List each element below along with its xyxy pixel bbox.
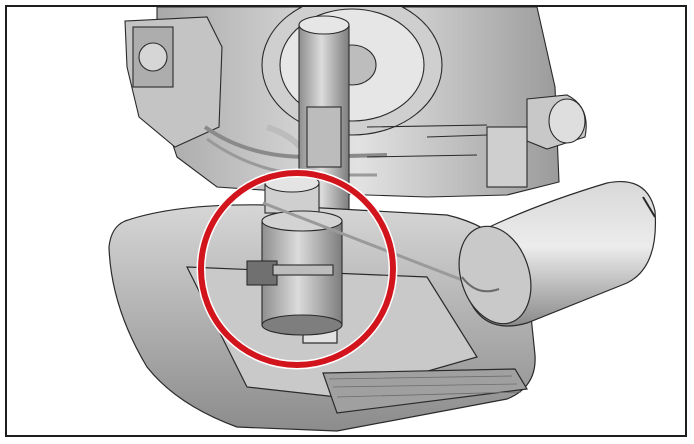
machine-body [124, 7, 587, 216]
pressure-tank [458, 181, 657, 327]
tray-front-lip [322, 368, 528, 414]
figure-frame [5, 5, 687, 437]
technical-illustration [108, 7, 657, 432]
pump-assembly [246, 173, 476, 336]
